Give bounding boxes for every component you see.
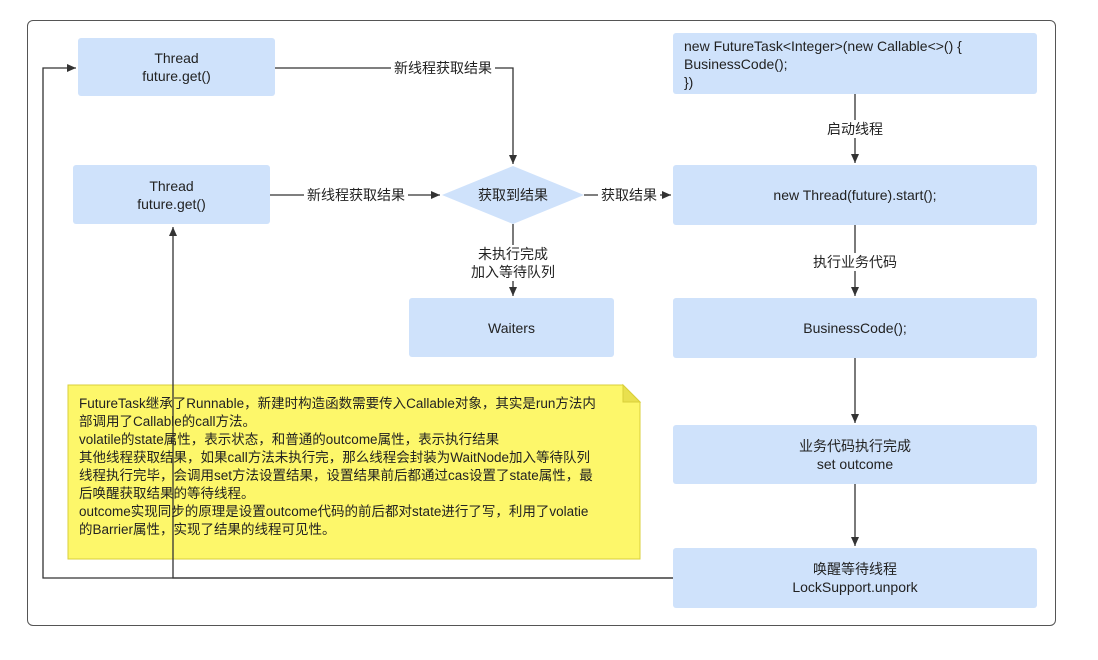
edge-label-start-to-decision: 获取结果 (598, 186, 660, 204)
diagram-frame (27, 20, 1056, 626)
waiters-node: Waiters (409, 298, 614, 357)
note-line: 的Barrier属性，实现了结果的线程可见性。 (79, 522, 336, 537)
note-line: volatile的state属性，表示状态，和普通的outcome属性，表示执行… (79, 432, 500, 447)
edge-label-decision-to-waiters: 未执行完成 加入等待队列 (467, 245, 559, 281)
note-line: 其他线程获取结果，如果call方法未执行完，那么线程会封装为WaitNode加入… (79, 450, 591, 465)
business-code-node: BusinessCode(); (673, 298, 1037, 358)
note-line: outcome实现同步的原理是设置outcome代码的前后都对state进行了写… (79, 504, 589, 519)
note-line: 部调用了Callable的call方法。 (79, 414, 257, 429)
note-line: 后唤醒获取结果的等待线程。 (79, 486, 255, 501)
note-shape (67, 384, 641, 560)
decision-diamond (442, 166, 584, 224)
edge-label-start-to-business: 执行业务代码 (810, 253, 900, 271)
edge-label-futuretask-to-start: 启动线程 (824, 120, 886, 138)
thread-mid-node: Thread future.get() (73, 165, 270, 224)
edge-unpark-to-mid (169, 227, 673, 579)
note-text: FutureTask继承了Runnable，新建时构造函数需要传入Callabl… (79, 395, 634, 539)
edge-label-mid-to-decision: 新线程获取结果 (304, 186, 408, 204)
unpark-node: 唤醒等待线程 LockSupport.unpork (673, 548, 1037, 608)
futuretask-node: new FutureTask<Integer>(new Callable<>()… (673, 33, 1037, 94)
note-line: FutureTask继承了Runnable，新建时构造函数需要传入Callabl… (79, 396, 596, 411)
thread-start-node: new Thread(future).start(); (673, 165, 1037, 225)
note-line: 线程执行完毕，会调用set方法设置结果，设置结果前后都通过cas设置了state… (79, 468, 593, 483)
edge-label-top-to-decision: 新线程获取结果 (391, 59, 495, 77)
decision-label: 获取到结果 (478, 187, 548, 203)
set-outcome-node: 业务代码执行完成 set outcome (673, 425, 1037, 484)
thread-top-node: Thread future.get() (78, 38, 275, 96)
edge-top-to-decision (275, 67, 517, 164)
note-fold (622, 383, 642, 403)
